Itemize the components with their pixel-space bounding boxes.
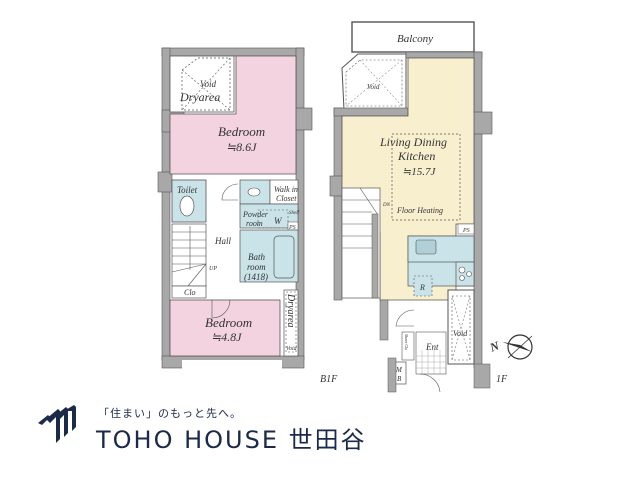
shoes-closet (401, 331, 415, 361)
stove (458, 266, 466, 274)
dn-label: DN (382, 203, 391, 208)
compass-icon: N (487, 334, 533, 360)
floor-b1: Void Dryarea Bedroom ≒8.6J Toilet Walk i… (157, 47, 338, 385)
bedroom-size: ≒8.6J (226, 140, 257, 154)
mb-label-1: M (395, 366, 403, 374)
void-side (447, 289, 475, 365)
dryarea-side (283, 289, 299, 357)
ldk-label-1: Living Dining (379, 135, 447, 149)
floor-label-b1: B1F (320, 374, 338, 385)
fridge (413, 275, 433, 297)
entrance (415, 331, 447, 375)
bedroom-lower-label: Bedroom (205, 315, 252, 330)
ldk-label-2: Kitchen (397, 149, 435, 163)
bedroom-lower (169, 299, 281, 357)
floor-heating-area (391, 133, 461, 221)
bedroom-upper (169, 55, 297, 175)
floor-heating-label: Floor Heating (396, 206, 443, 215)
void-label: Void (200, 79, 217, 89)
balcony (351, 21, 475, 53)
stairs-b1 (171, 223, 207, 287)
wic-label-2: Closet (276, 194, 297, 203)
sink (415, 239, 437, 255)
fridge-label: R (419, 283, 425, 292)
brand-tagline: 「住まい」のもっと先へ。 (98, 407, 242, 420)
floor-1f: Balcony Void Living Dining Kitchen ≒15.7… (329, 21, 508, 393)
ps-1f-label: PS (462, 228, 470, 234)
washer-label: W (274, 216, 283, 226)
wic-label-1: Walk in (274, 185, 298, 194)
floor-label-1f: 1F (496, 374, 508, 385)
hall-label: Hall (214, 236, 232, 246)
powder-label-2: room (246, 219, 263, 228)
bedroom-lower-size: ≒4.8J (211, 330, 242, 344)
dryarea-side-void: Void (286, 346, 298, 352)
ldk-size: ≒15.7J (402, 166, 436, 178)
up-label: UP (209, 266, 217, 272)
ps-label: PS (288, 225, 296, 231)
toilet-label: Toilet (177, 185, 198, 195)
closet-label: Clo (184, 288, 196, 297)
toho-house-logo-icon (38, 405, 76, 443)
stairs-1f (341, 187, 381, 299)
bath-label-1: Bath (248, 252, 265, 262)
hall (208, 180, 238, 298)
shelf-label: Shelf (289, 211, 300, 216)
dryarea-label: Dryarea (179, 90, 220, 104)
balcony-label: Balcony (397, 33, 433, 45)
closet (171, 285, 207, 299)
shoes-closet-label: Shoes Clo (404, 334, 409, 350)
powder-label-1: Powder (242, 210, 269, 219)
bath-label-2: room (247, 262, 266, 272)
void-top-label: Void (367, 83, 380, 91)
void-side-label: Void (453, 329, 468, 338)
dryarea-side-label: Dryarea (285, 293, 296, 328)
north-label: N (487, 338, 502, 355)
entrance-label: Ent (425, 342, 439, 352)
bath-label-3: (1418) (244, 272, 268, 282)
bedroom-label: Bedroom (218, 124, 265, 139)
mb-label-2: B (397, 375, 402, 383)
brand-name: TOHO HOUSE 世田谷 (96, 426, 367, 454)
